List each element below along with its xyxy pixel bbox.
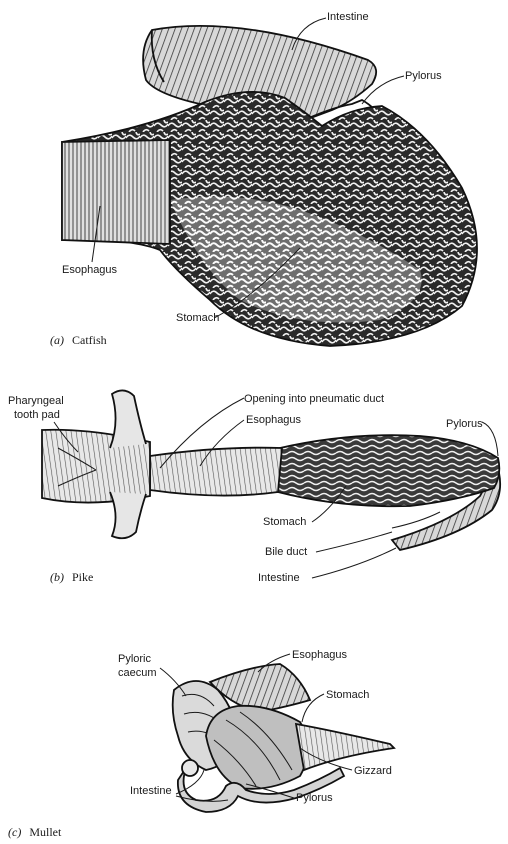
label-pike-esophagus: Esophagus [246,414,302,426]
label-pike-pharyngeal-2: tooth pad [14,409,60,421]
label-mullet-stomach: Stomach [326,689,369,701]
pike-stomach-shape [278,435,499,506]
label-pike-opening: Opening into pneumatic duct [244,393,384,405]
caption-catfish: (a)Catfish [50,333,107,347]
label-catfish-pylorus: Pylorus [405,70,442,82]
label-pike-pylorus: Pylorus [446,418,483,430]
label-mullet-pylorus: Pylorus [296,792,333,804]
label-mullet-pyloric-2: caecum [118,667,157,679]
caption-mullet: (c)Mullet [8,825,62,839]
mullet-stomach-shape [296,724,394,770]
label-catfish-intestine: Intestine [327,11,369,23]
label-pike-pharyngeal-1: Pharyngeal [8,395,64,407]
leader-pike-bile-duct [316,532,392,552]
leader-pike-intestine [312,548,396,578]
mullet-gizzard-shape [206,706,308,789]
label-pike-stomach: Stomach [263,516,306,528]
label-pike-bile-duct: Bile duct [265,546,307,558]
caption-pike: (b)Pike [50,570,93,584]
label-catfish-stomach: Stomach [176,312,219,324]
pike-esophagus-shape [150,448,282,496]
label-mullet-pyloric-1: Pyloric [118,653,152,665]
label-mullet-esophagus: Esophagus [292,649,348,661]
label-mullet-intestine: Intestine [130,785,172,797]
label-pike-intestine: Intestine [258,572,300,584]
catfish-esophagus-shape [62,140,170,244]
label-catfish-esophagus: Esophagus [62,264,118,276]
mullet-drawing [173,664,394,812]
label-mullet-gizzard: Gizzard [354,765,392,777]
